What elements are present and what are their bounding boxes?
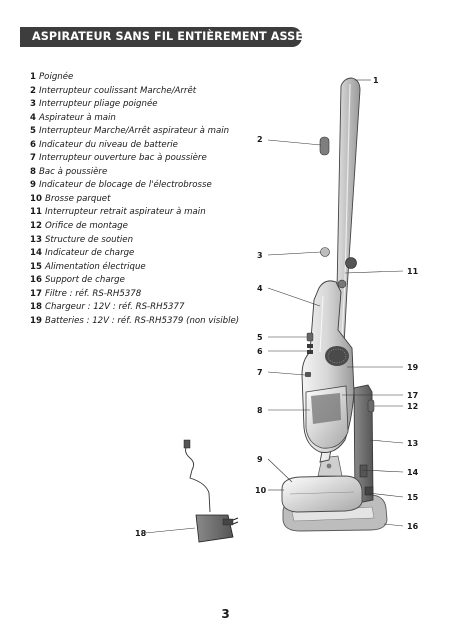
callout-6: 6 xyxy=(257,347,263,356)
callout-11: 11 xyxy=(407,267,419,276)
callout-5: 5 xyxy=(257,333,263,342)
callout-9: 9 xyxy=(257,455,263,464)
callout-15: 15 xyxy=(407,493,419,502)
callout-14: 14 xyxy=(407,468,419,477)
charger-icon xyxy=(183,439,239,543)
callout-3: 3 xyxy=(257,251,263,260)
vent-grille xyxy=(325,346,349,366)
leader-lines xyxy=(144,79,404,534)
callout-16: 16 xyxy=(407,522,419,531)
floor-brush xyxy=(281,455,363,513)
callout-12: 12 xyxy=(407,402,418,411)
handheld-vacuum xyxy=(301,280,355,453)
callout-18: 18 xyxy=(135,529,147,538)
callout-10: 10 xyxy=(255,486,267,495)
callout-4: 4 xyxy=(257,284,263,293)
callout-7: 7 xyxy=(257,368,263,377)
section-title: ASPIRATEUR SANS FIL ENTIÈREMENT ASSEMBLÉ xyxy=(32,30,338,43)
callout-17: 17 xyxy=(407,391,418,400)
callout-19: 19 xyxy=(407,363,419,372)
callout-13: 13 xyxy=(407,439,418,448)
support-structure xyxy=(353,384,375,504)
dust-bin xyxy=(305,385,349,449)
callout-8: 8 xyxy=(257,406,263,415)
section-header: ASPIRATEUR SANS FIL ENTIÈREMENT ASSEMBLÉ xyxy=(20,27,338,47)
page-number: 3 xyxy=(221,607,230,621)
callout-2: 2 xyxy=(257,135,263,144)
callout-1: 1 xyxy=(373,76,379,85)
